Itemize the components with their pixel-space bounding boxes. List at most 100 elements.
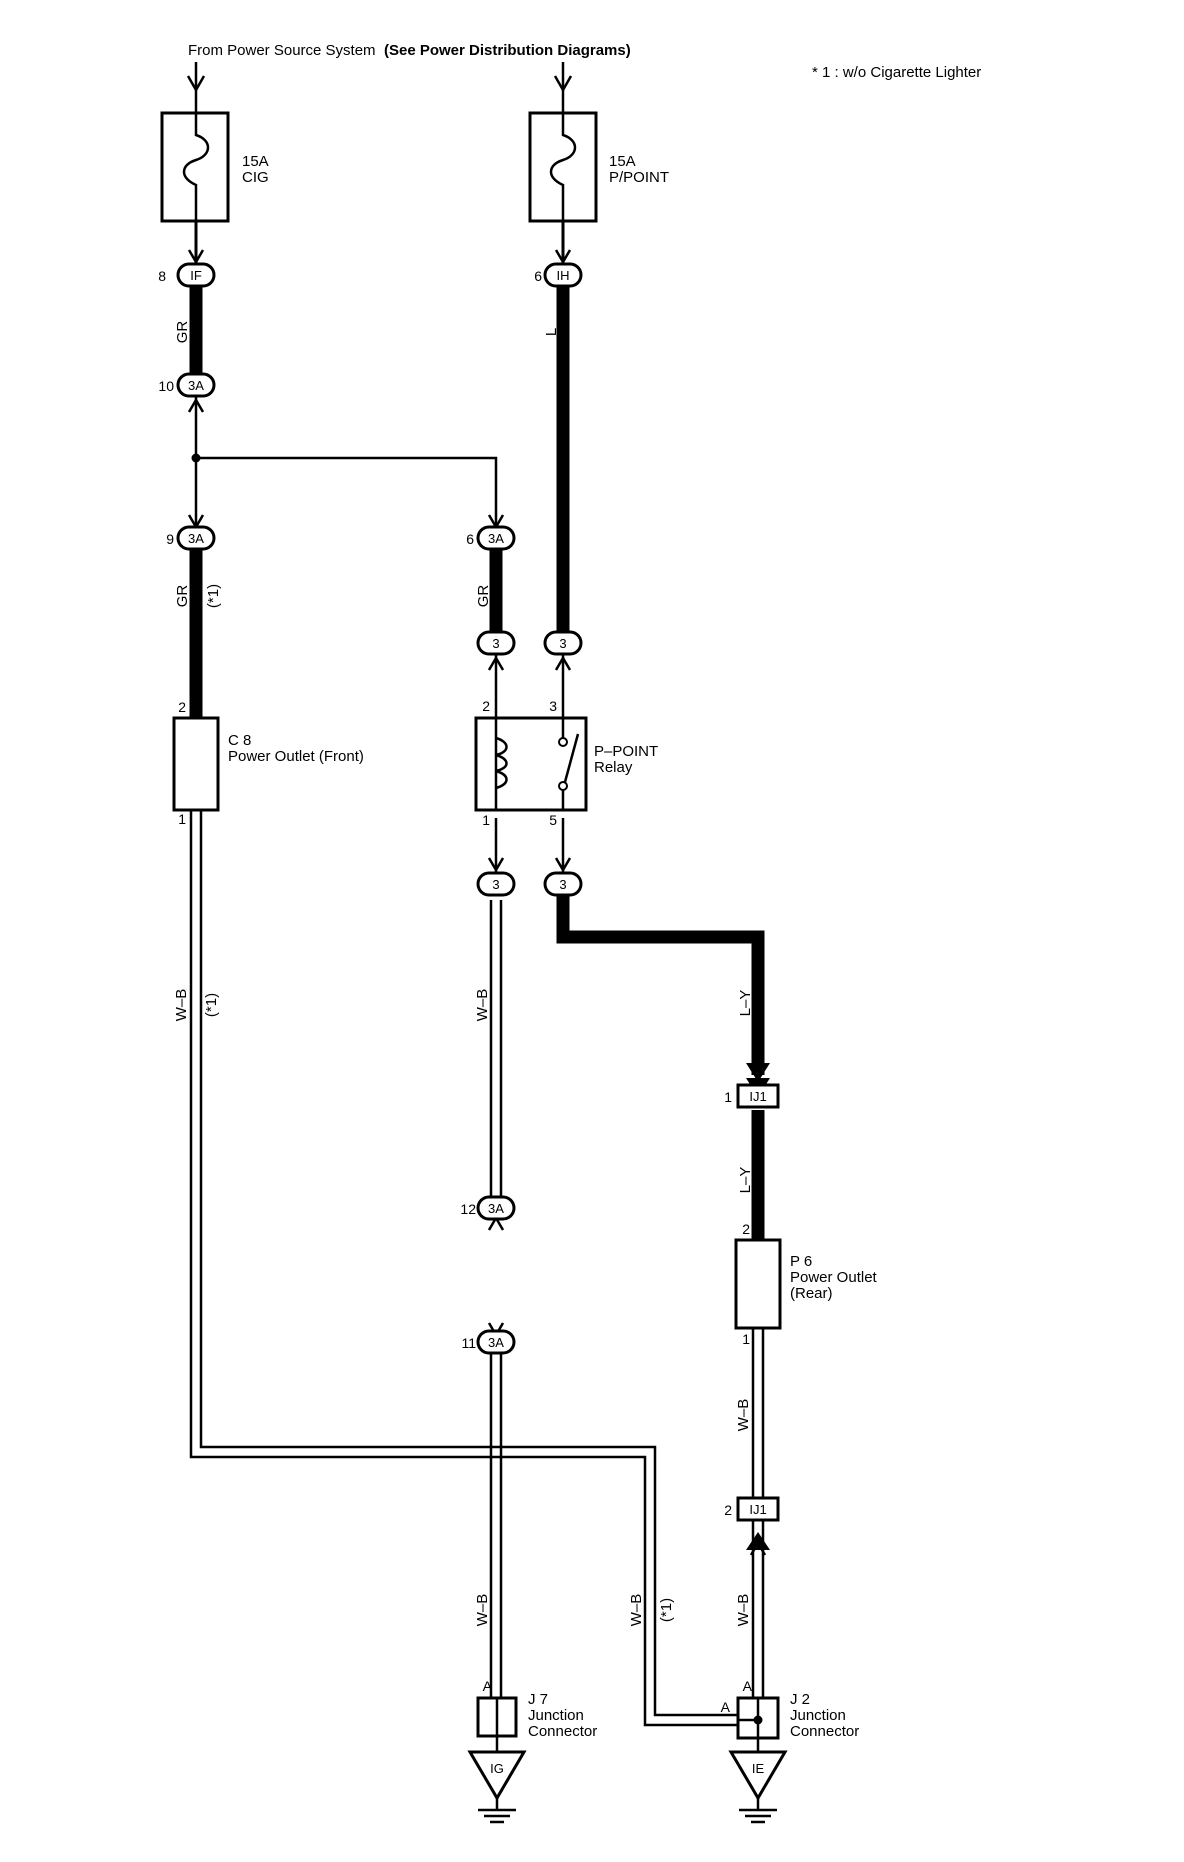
junction-connector-j7: A J 7 Junction Connector [476,1678,597,1752]
svg-text:3: 3 [492,636,499,651]
svg-text:1: 1 [178,811,186,827]
connector-3-top-right: 3 [543,630,583,656]
connector-3a-6: 3A 6 [466,525,516,551]
c8-code: C 8 [228,732,251,749]
svg-text:2: 2 [482,698,490,714]
thick-wires [189,285,765,1240]
wire-ly-1 [556,895,765,1075]
wire-label-wb-1: W–B [173,989,190,1022]
ppoint-relay: 2 3 1 5 P–POINT Relay [474,698,658,828]
input-arrow-ppoint [553,62,573,113]
svg-text:3A: 3A [488,1201,504,1216]
svg-text:3: 3 [559,636,566,651]
connector-ih: IH 6 [534,262,583,288]
p6-code: P 6 [790,1253,812,1270]
ground-ig: IG [467,1750,527,1824]
p6-sub: (Rear) [790,1285,833,1302]
fuse-cig-amp: 15A [242,153,269,170]
wire-note-gr: (*1) [205,584,222,608]
svg-text:3: 3 [492,877,499,892]
splice-point [191,453,201,463]
svg-text:IH: IH [557,268,570,283]
wire-label-wb-5: W–B [628,1594,645,1627]
svg-text:1: 1 [724,1089,732,1105]
svg-text:3A: 3A [188,378,204,393]
svg-text:A: A [743,1678,753,1694]
svg-text:2: 2 [178,699,186,715]
connector-3-bottom-right: 3 [543,871,583,897]
fuse-ppoint-amp: 15A [609,153,636,170]
svg-text:3: 3 [549,698,557,714]
power-outlet-rear: 2 1 P 6 Power Outlet (Rear) [734,1221,878,1347]
junction-connector-j2: A A J 2 Junction Connector [721,1678,859,1752]
wire-label-wb-6: W–B [735,1594,752,1627]
svg-text:1: 1 [482,812,490,828]
connector-ij1-1: IJ1 1 [724,1083,780,1109]
svg-text:IE: IE [752,1761,765,1776]
input-arrow-cig [186,62,206,113]
relay-switch-icon [563,733,580,783]
wire-label-wb-3: W–B [735,1399,752,1432]
wire-note-wb-1: (*1) [203,993,220,1017]
svg-text:IF: IF [190,268,202,283]
svg-text:10: 10 [158,378,174,394]
ground-ie: IE [728,1750,788,1824]
connector-3-bottom-left: 3 [476,871,516,897]
footnote: * 1 : w/o Cigarette Lighter [812,64,981,81]
p6-name: Power Outlet [790,1269,878,1286]
relay-name: P–POINT [594,743,658,760]
svg-text:Junction: Junction [790,1707,846,1724]
svg-text:3A: 3A [488,1335,504,1350]
svg-text:2: 2 [742,1221,750,1237]
svg-text:J 7: J 7 [528,1691,548,1708]
svg-text:Junction: Junction [528,1707,584,1724]
pin-if-8: 8 [158,268,166,284]
connector-3a-11: 3A 11 [461,1329,516,1355]
svg-text:3A: 3A [188,531,204,546]
ground-wires [189,810,765,1727]
connector-3a-9: 3A 9 [166,525,216,551]
svg-text:IJ1: IJ1 [749,1502,766,1517]
svg-text:2: 2 [724,1502,732,1518]
power-source-label: From Power Source System [188,42,376,59]
wire-label-gr-1: GR [174,321,191,344]
pin-ih-6: 6 [534,268,542,284]
wire-label-l: L [543,328,560,336]
wire-note-wb-5: (*1) [658,1598,675,1622]
wire-label-ly-1: L–Y [737,990,754,1017]
c8-name: Power Outlet (Front) [228,748,364,765]
svg-text:A: A [721,1699,731,1715]
svg-text:Connector: Connector [528,1723,597,1740]
fuse-cig: 15A CIG [160,111,269,265]
connector-3a-12: 3A 12 [460,1195,516,1221]
wire-label-wb-2: W–B [474,989,491,1022]
power-outlet-front: 2 1 C 8 Power Outlet (Front) [172,699,364,827]
wire-label-gr-3: GR [475,585,492,608]
fuse-ppoint: 15A P/POINT [528,111,669,265]
svg-text:5: 5 [549,812,557,828]
relay-coil-icon [495,736,508,790]
power-source-ref: (See Power Distribution Diagrams) [384,42,631,59]
svg-text:3A: 3A [488,531,504,546]
svg-text:3: 3 [559,877,566,892]
wire-arrows [187,249,767,1556]
wire-label-wb-4: W–B [474,1594,491,1627]
svg-text:IG: IG [490,1761,504,1776]
svg-text:9: 9 [166,531,174,547]
svg-text:A: A [483,1678,493,1694]
connector-3-top-left: 3 [476,630,516,656]
wire-label-gr-2: GR [174,585,191,608]
svg-text:6: 6 [466,531,474,547]
wire-label-ly-2: L–Y [737,1167,754,1194]
thin-wires [194,396,565,873]
relay-type: Relay [594,759,633,776]
fuse-cig-name: CIG [242,169,269,186]
connector-3a-10: 3A 10 [158,372,216,398]
svg-text:IJ1: IJ1 [749,1089,766,1104]
svg-text:1: 1 [742,1331,750,1347]
connector-if: IF 8 [158,262,216,288]
svg-text:12: 12 [460,1201,476,1217]
fuse-ppoint-name: P/POINT [609,169,669,186]
svg-text:Connector: Connector [790,1723,859,1740]
